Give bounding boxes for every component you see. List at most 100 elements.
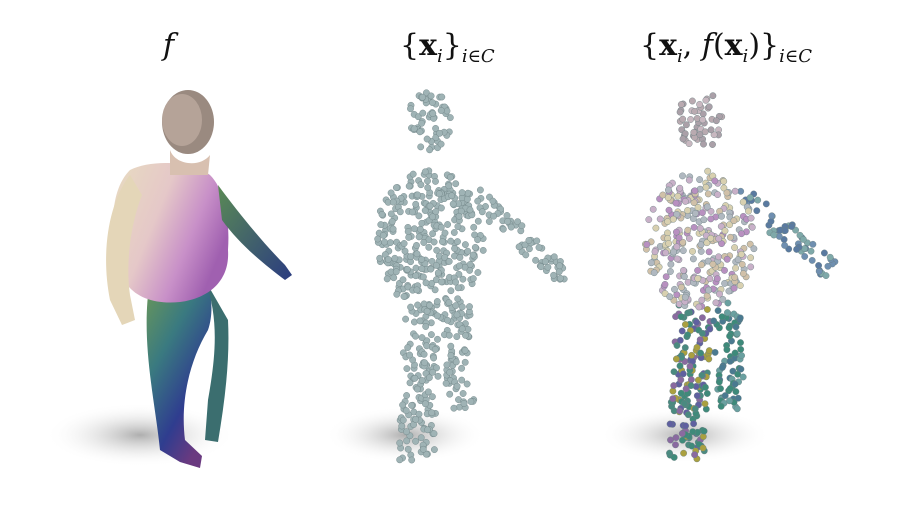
cloud-point xyxy=(679,238,687,246)
cloud-point xyxy=(458,189,466,197)
cloud-point xyxy=(710,317,718,325)
cloud-point xyxy=(425,243,433,251)
cloud-point xyxy=(467,398,475,405)
cloud-point xyxy=(714,307,722,315)
cloud-point xyxy=(723,309,731,317)
cloud-point xyxy=(716,290,723,298)
cloud-point xyxy=(726,233,734,241)
gray-point-cloud xyxy=(325,89,568,464)
cloud-point xyxy=(430,354,438,362)
cloud-point xyxy=(731,380,739,388)
cloud-point xyxy=(677,101,685,108)
cloud-point xyxy=(680,266,687,274)
cloud-point xyxy=(412,272,420,280)
cloud-point xyxy=(712,299,720,307)
cloud-point xyxy=(388,218,396,225)
cloud-point xyxy=(681,273,688,281)
cloud-point xyxy=(709,141,716,148)
cloud-point xyxy=(406,351,414,359)
cloud-point xyxy=(801,253,809,260)
cloud-point xyxy=(429,110,437,117)
cloud-point xyxy=(418,265,426,273)
cloud-point xyxy=(730,217,738,225)
cloud-point xyxy=(446,368,454,376)
cloud-point xyxy=(450,404,458,412)
cloud-point xyxy=(421,168,429,176)
cloud-point xyxy=(461,241,469,249)
cloud-point xyxy=(441,253,449,261)
cloud-point xyxy=(691,405,699,413)
point-cloud-colored xyxy=(642,92,839,463)
cloud-point xyxy=(703,390,711,397)
cloud-point xyxy=(688,351,696,359)
cloud-point xyxy=(824,262,832,270)
cloud-point xyxy=(447,287,455,295)
cloud-point xyxy=(734,256,742,264)
cloud-point xyxy=(696,224,704,232)
cloud-point xyxy=(414,191,422,199)
colored-point-cloud xyxy=(600,92,839,463)
cloud-point xyxy=(698,371,706,379)
cloud-point xyxy=(383,275,391,283)
cloud-point xyxy=(723,255,731,263)
cloud-point xyxy=(718,364,726,371)
cloud-point xyxy=(691,107,699,115)
cloud-point xyxy=(438,93,446,101)
cloud-point xyxy=(738,352,746,359)
cloud-point xyxy=(712,117,720,125)
cloud-point xyxy=(808,256,816,264)
cloud-point xyxy=(809,240,817,248)
cloud-point xyxy=(704,190,712,198)
cloud-point xyxy=(694,267,702,274)
cloud-point xyxy=(746,240,754,248)
cloud-point xyxy=(656,215,664,223)
cloud-point xyxy=(544,263,552,271)
cloud-point xyxy=(389,225,397,233)
cloud-point xyxy=(426,146,434,154)
cloud-point xyxy=(390,274,398,282)
cloud-point xyxy=(432,125,440,132)
cloud-point xyxy=(684,226,692,234)
cloud-point xyxy=(407,105,414,113)
cloud-point xyxy=(770,231,778,239)
cloud-point xyxy=(690,199,698,207)
cloud-point xyxy=(454,223,462,230)
cloud-point xyxy=(449,200,457,208)
cloud-point xyxy=(419,445,427,453)
cloud-point xyxy=(418,119,426,127)
cloud-point xyxy=(421,207,429,214)
cloud-point xyxy=(463,195,471,203)
cloud-point xyxy=(665,239,673,247)
cloud-point xyxy=(522,251,530,259)
cloud-point xyxy=(730,284,738,292)
cloud-point xyxy=(434,269,442,277)
cloud-point xyxy=(392,268,400,276)
cloud-point xyxy=(682,385,690,393)
cloud-point xyxy=(405,233,413,241)
cloud-point xyxy=(700,427,708,435)
cloud-point xyxy=(398,422,406,430)
cloud-point xyxy=(432,178,439,185)
cloud-point xyxy=(403,365,411,372)
cloud-point xyxy=(464,325,472,333)
cloud-point xyxy=(438,204,445,212)
cloud-point xyxy=(461,347,469,354)
cloud-point xyxy=(416,128,424,136)
cloud-point xyxy=(422,400,429,408)
cloud-point xyxy=(745,207,752,215)
cloud-point xyxy=(490,212,498,220)
cloud-point xyxy=(541,258,549,265)
cloud-point xyxy=(393,290,401,298)
cloud-point xyxy=(677,376,685,384)
cloud-point xyxy=(723,346,731,354)
cloud-point xyxy=(416,317,424,325)
cloud-point xyxy=(451,245,459,252)
cloud-point xyxy=(649,205,657,213)
cloud-point xyxy=(441,229,449,237)
cloud-point xyxy=(686,362,694,370)
cloud-point xyxy=(412,437,420,445)
cloud-point xyxy=(684,309,692,317)
cloud-point xyxy=(471,243,479,251)
cloud-point xyxy=(690,223,698,231)
cloud-point xyxy=(688,442,696,450)
